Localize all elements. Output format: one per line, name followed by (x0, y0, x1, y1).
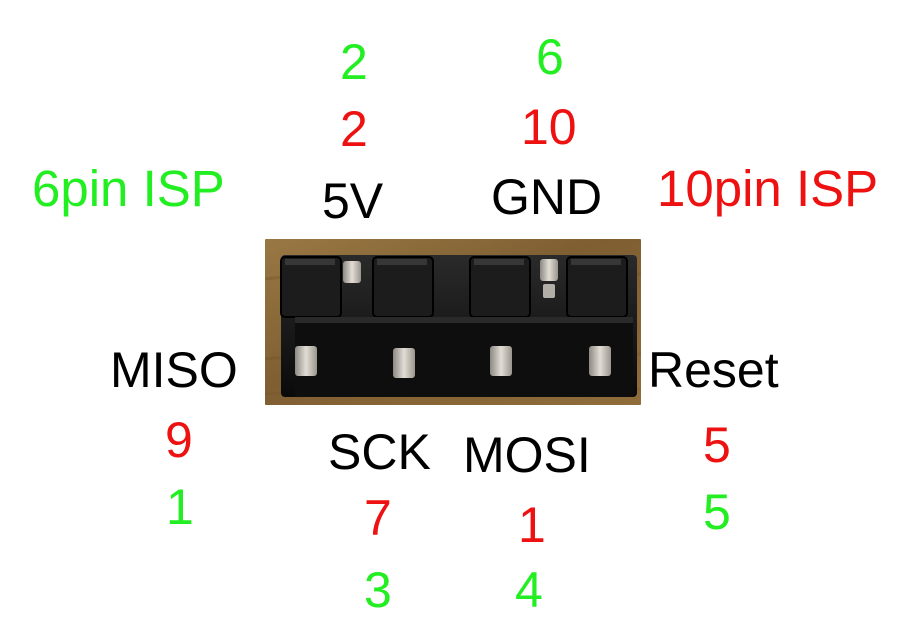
gnd-pin6-number: 6 (536, 29, 564, 85)
vcc-pin6-number: 2 (340, 34, 368, 90)
reset-signal-label: Reset (648, 342, 779, 398)
bottom-contact-4 (589, 346, 611, 376)
top-block-4 (566, 256, 628, 318)
top-block-1 (280, 256, 342, 318)
connector-lower-body (295, 319, 633, 397)
mosi-pin10-number: 1 (518, 497, 546, 553)
bottom-contact-1 (295, 346, 317, 376)
top-block-2 (372, 256, 434, 318)
ten-pin-isp-label: 10pin ISP (657, 160, 879, 217)
reset-pin6-number: 5 (703, 484, 731, 540)
mosi-pin6-number: 4 (515, 562, 543, 618)
gnd-pin10-number: 10 (521, 99, 577, 155)
top-block-3 (469, 256, 531, 318)
miso-pin10-number: 9 (165, 412, 193, 468)
reset-pin10-number: 5 (703, 417, 731, 473)
gnd-signal-label: GND (491, 169, 603, 225)
sck-signal-label: SCK (328, 424, 431, 480)
bottom-contact-2 (393, 348, 415, 378)
sck-pin10-number: 7 (364, 490, 392, 546)
vcc-signal-label: 5V (322, 173, 384, 229)
bottom-contact-3 (490, 346, 512, 376)
top-contact-1 (343, 261, 361, 283)
mosi-signal-label: MOSI (463, 427, 591, 483)
vcc-pin10-number: 2 (340, 101, 368, 157)
miso-signal-label: MISO (110, 342, 238, 398)
six-pin-isp-label: 6pin ISP (32, 160, 225, 217)
isp-connector-photo (265, 239, 641, 405)
sck-pin6-number: 3 (364, 562, 392, 618)
miso-pin6-number: 1 (166, 479, 194, 535)
top-contact-2 (540, 259, 558, 281)
